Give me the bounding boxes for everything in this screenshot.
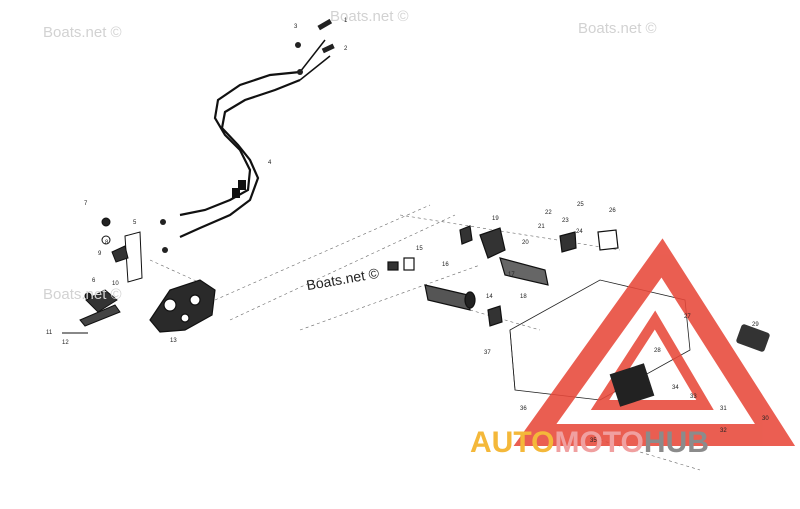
watermark-top-left: Boats.net © — [43, 24, 122, 41]
callout-5: 5 — [133, 220, 137, 226]
control-housing-plate — [149, 279, 216, 333]
brand-auto: AUTO — [470, 426, 555, 459]
callout-34: 34 — [672, 385, 679, 391]
watermark-top-center: Boats.net © — [330, 8, 409, 25]
callout-27: 27 — [684, 314, 691, 320]
callout-1: 1 — [344, 18, 348, 24]
autohub-triangle-logo — [513, 238, 796, 446]
callout-4: 4 — [268, 160, 272, 166]
callout-19: 19 — [492, 216, 499, 222]
callout-35: 35 — [590, 438, 597, 444]
callout-25: 25 — [577, 202, 584, 208]
control-cables — [179, 39, 331, 239]
callout-6: 6 — [92, 278, 96, 284]
callout-29: 29 — [752, 322, 759, 328]
callout-2: 2 — [344, 46, 348, 52]
callout-20: 20 — [522, 240, 529, 246]
callout-3: 3 — [294, 24, 298, 30]
callout-23: 23 — [562, 218, 569, 224]
selector-plate — [609, 324, 770, 407]
callout-16: 16 — [442, 262, 449, 268]
callout-21: 21 — [538, 224, 545, 230]
callout-9: 9 — [98, 251, 102, 257]
callout-24: 24 — [576, 229, 583, 235]
brand-hub: HUB — [643, 426, 709, 459]
callout-14: 14 — [486, 294, 493, 300]
callout-36: 36 — [520, 406, 527, 412]
callout-18: 18 — [520, 294, 527, 300]
throttle-box-housing — [509, 279, 691, 401]
callout-31: 31 — [720, 406, 727, 412]
callout-22: 22 — [545, 210, 552, 216]
callout-12: 12 — [62, 340, 69, 346]
callout-15: 15 — [416, 246, 423, 252]
callout-28: 28 — [654, 348, 661, 354]
callout-7: 7 — [84, 201, 88, 207]
callout-26: 26 — [609, 208, 616, 214]
callout-37: 37 — [484, 350, 491, 356]
cable-end-fittings — [160, 18, 335, 253]
lever-bracket-assembly — [62, 217, 143, 334]
watermark-mid-left: Boats.net © — [43, 286, 122, 303]
callout-17: 17 — [508, 272, 515, 278]
callout-11: 11 — [46, 330, 53, 336]
callout-8: 8 — [105, 240, 109, 246]
callout-10: 10 — [112, 281, 119, 287]
brand-moto: MOTO — [554, 426, 644, 459]
shaft-assembly — [387, 225, 619, 327]
watermark-top-right: Boats.net © — [578, 20, 657, 37]
callout-13: 13 — [170, 338, 177, 344]
callout-32: 32 — [720, 428, 727, 434]
callout-30: 30 — [762, 416, 769, 422]
callout-33: 33 — [690, 394, 697, 400]
automotohub-wordmark: AUTOMOTOHUB — [470, 426, 709, 460]
